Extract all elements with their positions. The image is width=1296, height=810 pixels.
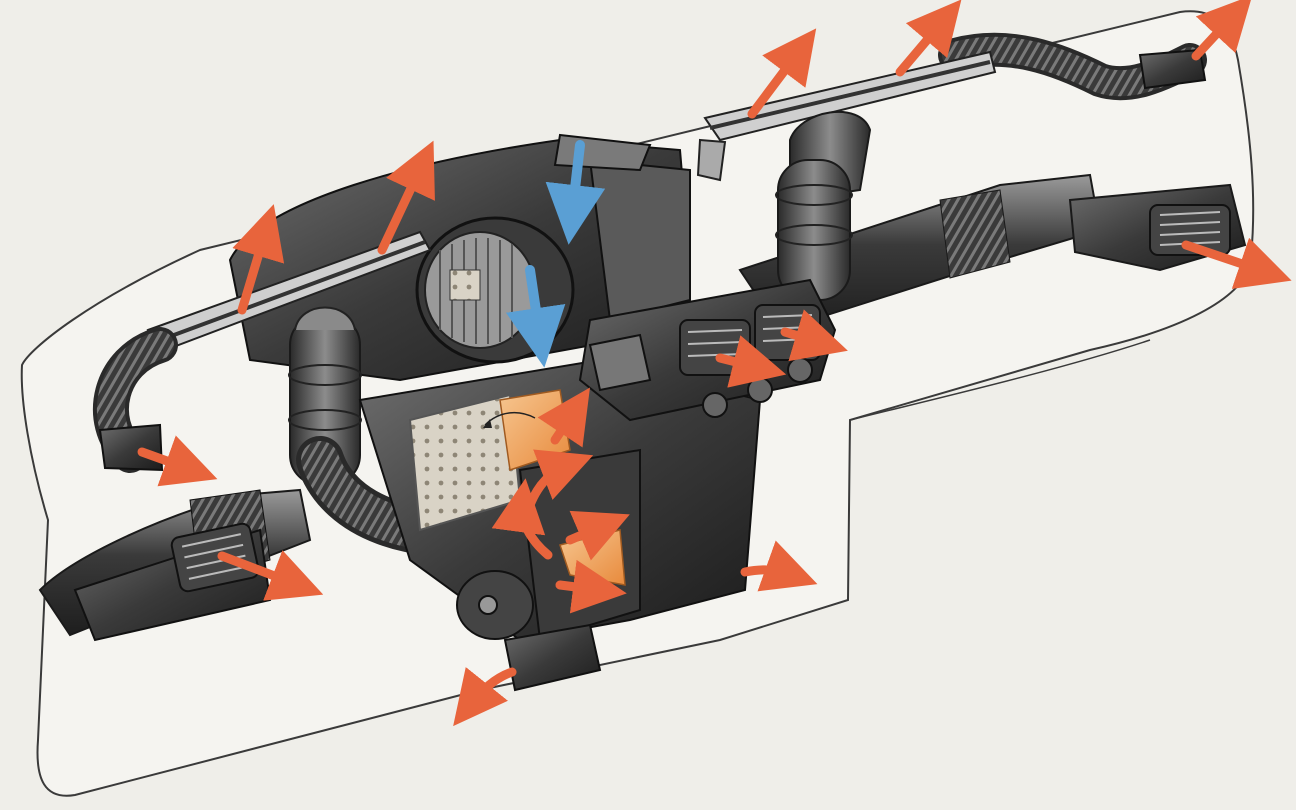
right-vertical-duct: [775, 159, 853, 301]
cold-air-arrow: [545, 140, 606, 245]
hot-air-arrow: [537, 387, 590, 448]
hot-air-arrow: [137, 435, 218, 487]
hot-air-arrow: [565, 510, 630, 561]
blower-fan: [415, 216, 575, 364]
hot-air-arrow: [747, 28, 817, 119]
hot-air-arrow: [715, 335, 787, 388]
hot-air-arrow: [555, 559, 627, 614]
hot-air-arrow: [453, 667, 517, 727]
hot-air-arrow: [1191, 0, 1253, 61]
hot-air-arrow: [377, 140, 435, 255]
hot-air-arrow: [1181, 237, 1292, 289]
cold-air-arrow: [505, 265, 566, 368]
left-side-hose: [92, 327, 178, 473]
hot-air-arrows: [137, 0, 1292, 727]
flap-direction-arrow: [483, 411, 536, 428]
cold-air-arrows: [505, 140, 606, 368]
hot-air-arrow: [895, 0, 962, 77]
hot-air-arrow: [780, 309, 848, 362]
right-side-hose: [938, 32, 1207, 101]
hot-air-arrow: [217, 550, 324, 601]
hot-air-arrow: [232, 204, 285, 315]
hot-air-arrow: [740, 540, 818, 592]
hot-air-arrow: [491, 478, 553, 560]
